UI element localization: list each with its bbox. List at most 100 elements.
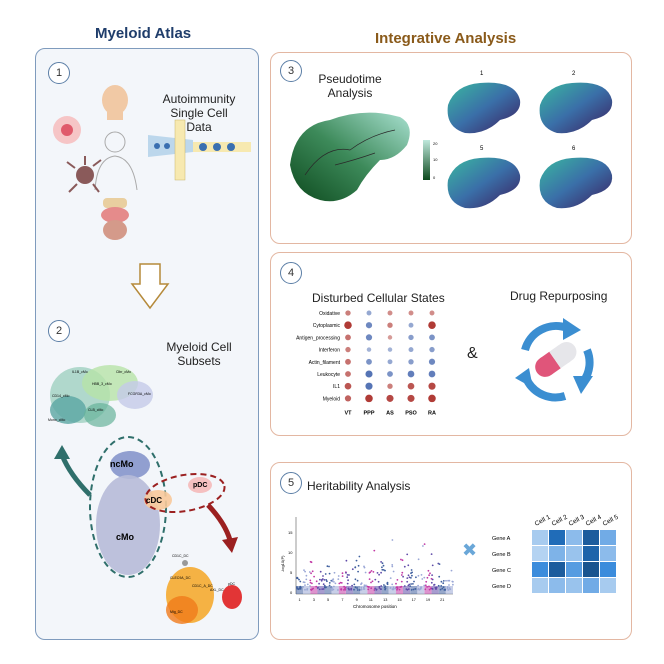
ampersand: & — [467, 345, 478, 362]
manhattan-xtick: 9 — [356, 598, 358, 602]
colorbar-tick-1: 10 — [433, 157, 438, 162]
dotplot-dot — [387, 335, 393, 340]
manhattan-point — [345, 572, 347, 574]
dotplot-dot — [387, 322, 393, 328]
drug-repurposing-icon — [515, 318, 594, 402]
manhattan-point — [382, 564, 385, 567]
heatmap-cell — [549, 530, 565, 545]
heatmap-row-label: Gene A — [492, 536, 511, 542]
dotplot-dot — [345, 358, 351, 365]
dotplot-dot — [428, 358, 436, 365]
pseudotime-colorbar — [423, 140, 430, 180]
umap-label-0: IL1B_cMo — [72, 370, 88, 374]
heatmap-cell — [583, 546, 599, 561]
dotplot-col-label: PPP — [363, 411, 374, 417]
dotplot-col-label: RA — [428, 411, 436, 417]
manhattan-point — [431, 578, 434, 581]
dotplot-dot — [344, 382, 352, 390]
manhattan-point — [322, 583, 325, 586]
panel-4-number: 4 — [280, 262, 302, 284]
manhattan-point — [315, 580, 318, 583]
manhattan-point — [321, 578, 324, 580]
manhattan-point — [396, 579, 399, 581]
manhattan-point — [365, 584, 367, 587]
manhattan-xtick: 11 — [369, 598, 373, 602]
manhattan-point — [354, 566, 357, 569]
panel-4-title: Disturbed Cellular States — [312, 291, 445, 305]
dotplot: OxidativeCytoplasmicAntigen_processingIn… — [296, 310, 436, 417]
right-header: Integrative Analysis — [375, 30, 517, 47]
cluster-ncmo: ncMo — [110, 459, 134, 469]
panel-2-title-line1: Myeloid Cell — [166, 340, 232, 354]
cluster-pdc: pDC — [193, 482, 207, 489]
manhattan-point — [339, 581, 342, 584]
manhattan-point — [447, 579, 449, 582]
manhattan-point — [326, 565, 329, 568]
chromosome-band — [424, 586, 432, 594]
heatmap-col-label: Cell 3 — [568, 514, 586, 528]
dotplot-row-label: Myeloid — [323, 396, 340, 402]
umap-title-2: 2 — [572, 71, 576, 77]
manhattan-ylabel: -log10(P) — [280, 555, 285, 572]
cluster-cmo: cMo — [116, 532, 135, 542]
dotplot-dot — [366, 347, 372, 352]
manhattan-point — [391, 583, 394, 586]
dotplot-dot — [344, 321, 352, 329]
manhattan-point — [311, 582, 313, 585]
dotplot-dot — [407, 394, 415, 402]
dotplot-dot — [408, 334, 414, 341]
dotplot-dot — [408, 310, 414, 316]
manhattan-xtick: 19 — [426, 598, 430, 602]
heatmap-col-label: Cell 4 — [585, 514, 603, 528]
dc-cluster-outline — [144, 472, 226, 514]
manhattan-point — [337, 575, 340, 577]
chromosome-band — [296, 586, 304, 594]
chromosome-band — [381, 586, 389, 594]
manhattan-point — [368, 572, 371, 574]
manhattan-point — [341, 575, 344, 577]
manhattan-point — [407, 584, 410, 587]
dotplot-row-label: IL1 — [333, 384, 340, 390]
manhattan-point — [323, 579, 326, 581]
manhattan-point — [378, 573, 380, 576]
manhattan-point — [357, 570, 359, 573]
manhattan-point — [430, 553, 433, 555]
manhattan-point — [346, 576, 349, 579]
dotplot-dot — [407, 382, 415, 390]
manhattan-xtick: 3 — [313, 598, 315, 602]
times-icon: ✖ — [462, 540, 478, 560]
manhattan-point — [324, 573, 327, 575]
manhattan-point — [328, 582, 331, 584]
colorbar-tick-0: 20 — [433, 141, 438, 146]
dotplot-dot — [387, 310, 393, 316]
umap-label-3: CD14_cMo — [52, 394, 70, 398]
dotplot-dot — [408, 347, 414, 353]
manhattan-xtick: 21 — [440, 598, 444, 602]
chromosome-band — [353, 586, 361, 594]
manhattan-point — [438, 575, 441, 578]
heatmap-cell — [532, 546, 548, 561]
chromosome-band — [310, 586, 318, 594]
heatmap-cell — [566, 530, 582, 545]
panel-3-number: 3 — [280, 60, 302, 82]
manhattan-point — [318, 582, 320, 585]
dotplot-dot — [428, 321, 436, 329]
dotplot-dot — [387, 347, 393, 352]
manhattan-point — [423, 576, 426, 579]
heatmap-cell — [532, 562, 548, 577]
manhattan-point — [407, 574, 410, 577]
manhattan-point — [334, 582, 337, 585]
manhattan-point — [319, 570, 322, 573]
manhattan-point — [425, 580, 428, 583]
manhattan-point — [306, 583, 309, 586]
single-cell-illustration — [53, 85, 251, 240]
panel-2-number: 2 — [48, 320, 70, 342]
manhattan-point — [440, 580, 443, 583]
manhattan-point — [360, 583, 362, 586]
myeloid-umap-illustration: IL1B_cMo Clbr_cMo HBB_3_cMo CD14_cMo CLB… — [48, 365, 242, 624]
manhattan-point — [311, 570, 314, 573]
umap-label-8: pDC — [228, 582, 235, 586]
manhattan-point — [356, 579, 359, 582]
manhattan-point — [309, 579, 312, 582]
